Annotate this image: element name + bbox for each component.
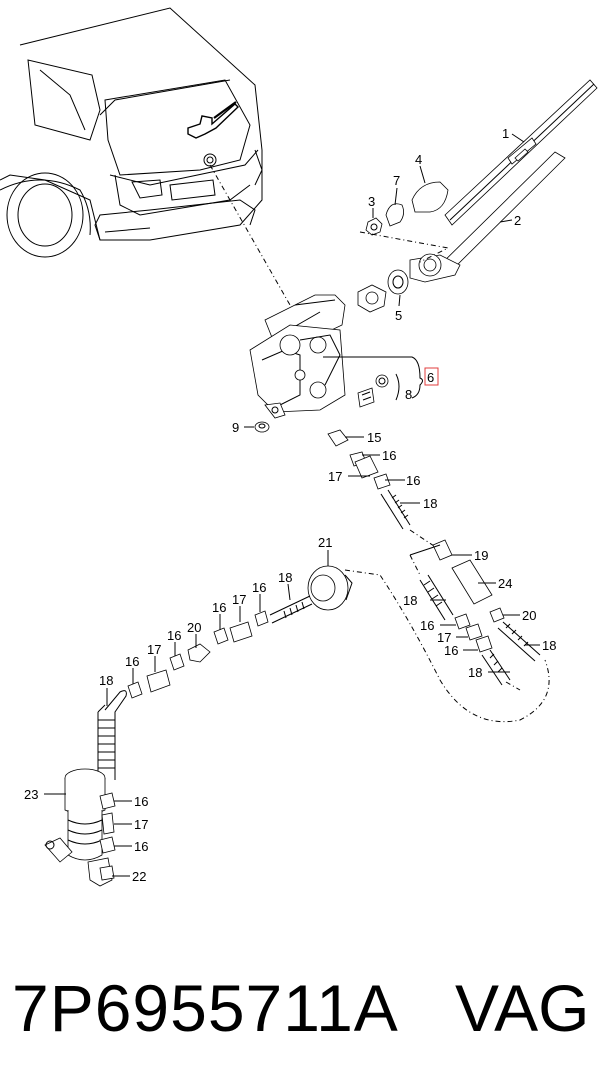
callout-18-a: 18 [423, 496, 437, 511]
washer-pump [44, 768, 106, 863]
footer: 7P6955711A VAG [0, 940, 600, 1060]
callout-1: 1 [502, 126, 509, 141]
callout-17-c: 17 [232, 592, 246, 607]
wiper-motor [249, 294, 346, 419]
callout-9: 9 [232, 420, 239, 435]
bracket-6 [323, 356, 423, 399]
callout-16-h: 16 [125, 654, 139, 669]
callout-18-f: 18 [99, 673, 113, 688]
part-5-bushing [357, 269, 409, 313]
highlight-box-6 [424, 367, 439, 386]
wiper-blade [444, 79, 598, 226]
callout-19: 19 [474, 548, 488, 563]
wiper-arm [409, 151, 566, 283]
callout-16-d: 16 [444, 643, 458, 658]
callout-20-a: 20 [522, 608, 536, 623]
callout-numbers: 1 2 3 4 5 6 7 8 9 15 16 17 16 18 19 24 2… [24, 126, 556, 884]
callout-18-e: 18 [468, 665, 482, 680]
part-4-cover [411, 181, 449, 213]
callout-24: 24 [498, 576, 512, 591]
brand-label: VAG [455, 971, 590, 1045]
callout-6: 6 [427, 370, 434, 385]
callout-2: 2 [514, 213, 521, 228]
callout-15: 15 [367, 430, 381, 445]
exploded-parts-diagram: 1 2 3 4 5 6 7 8 9 15 16 17 16 18 19 24 2… [0, 7, 598, 887]
part-9-grommet [254, 421, 270, 433]
upper-hose-chain [327, 429, 441, 551]
part-8-bolts [357, 373, 400, 408]
callout-16-g: 16 [167, 628, 181, 643]
callout-16-c: 16 [420, 618, 434, 633]
callout-4: 4 [415, 152, 422, 167]
callout-16-a: 16 [382, 448, 396, 463]
callout-17-b: 17 [437, 630, 451, 645]
callout-16-e: 16 [252, 580, 266, 595]
callout-16-i: 16 [134, 794, 148, 809]
middle-hose-chain [127, 595, 313, 699]
right-hose-group [409, 539, 541, 691]
callout-17-d: 17 [147, 642, 161, 657]
leader-car-to-motor [209, 164, 291, 306]
callout-18-b: 18 [278, 570, 292, 585]
pump-side-parts [87, 792, 116, 887]
callout-16-j: 16 [134, 839, 148, 854]
callout-22: 22 [132, 869, 146, 884]
leader-arm-to-nut [359, 231, 450, 263]
pump-hose [97, 690, 127, 780]
callout-18-c: 18 [403, 593, 417, 608]
car-rear-illustration [0, 7, 263, 258]
part-number-label: 7P6955711A [12, 971, 399, 1045]
callout-7: 7 [393, 173, 400, 188]
callout-23: 23 [24, 787, 38, 802]
callout-5: 5 [395, 308, 402, 323]
callout-21: 21 [318, 535, 332, 550]
callout-16-b: 16 [406, 473, 420, 488]
part-7-cap [385, 203, 404, 227]
callout-3: 3 [368, 194, 375, 209]
callout-20-b: 20 [187, 620, 201, 635]
callout-8: 8 [405, 387, 412, 402]
part-21-grommet [307, 565, 353, 611]
callout-leaders [44, 133, 540, 877]
part-3-nut [365, 217, 383, 236]
callout-16-f: 16 [212, 600, 226, 615]
callout-17-e: 17 [134, 817, 148, 832]
callout-17-a: 17 [328, 469, 342, 484]
callout-18-d: 18 [542, 638, 556, 653]
